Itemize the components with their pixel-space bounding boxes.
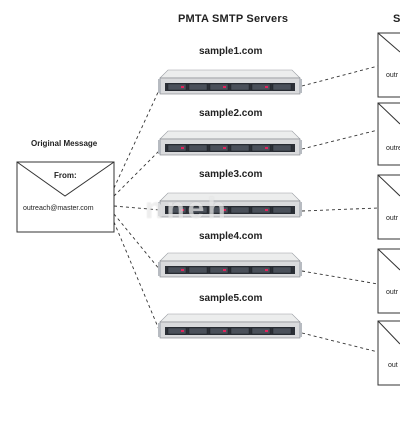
connector-line: [301, 129, 379, 150]
connector-line: [301, 332, 379, 353]
rack-server-icon: [158, 252, 302, 278]
rack-server-icon: [158, 69, 302, 95]
destination-address: out: [388, 362, 398, 369]
right-column-header: S: [393, 13, 400, 25]
connector-line: [113, 221, 161, 333]
connector-line: [113, 205, 161, 211]
rack-server-icon: [158, 192, 302, 218]
server-hostname: sample2.com: [199, 108, 263, 119]
destination-address: outr: [386, 215, 399, 222]
from-label: From:: [54, 171, 77, 180]
server-hostname: sample5.com: [199, 293, 263, 304]
server-hostname: sample4.com: [199, 231, 263, 242]
destination-address: outr: [386, 72, 399, 79]
envelope-icon: [377, 102, 400, 166]
rack-server-icon: [158, 130, 302, 156]
output-lines: [301, 65, 379, 353]
server-hostname: sample3.com: [199, 169, 263, 180]
server-hostname: sample1.com: [199, 46, 263, 57]
destination-address: outre: [386, 145, 400, 152]
original-message-label: Original Message: [31, 139, 98, 148]
connector-line: [113, 213, 161, 271]
diagram-title: PMTA SMTP Servers: [178, 13, 289, 25]
connector-line: [301, 270, 379, 285]
connector-line: [301, 65, 379, 87]
rack-server-icon: [158, 313, 302, 339]
envelope-icon: [16, 161, 115, 233]
sender-address: outreach@master.com: [23, 205, 94, 212]
watermark: nneh: [145, 192, 229, 225]
connector-line: [301, 207, 379, 212]
destination-envelopes: [377, 32, 400, 386]
envelope-icon: [377, 32, 400, 98]
envelope-icon: [377, 248, 400, 314]
connector-line: [113, 149, 161, 197]
fan-out-lines: [113, 87, 161, 333]
envelope-icon: [377, 174, 400, 240]
connector-line: [113, 87, 161, 189]
envelope-icon: [377, 320, 400, 386]
destination-address: outr: [386, 289, 399, 296]
server-stack: [158, 69, 302, 339]
